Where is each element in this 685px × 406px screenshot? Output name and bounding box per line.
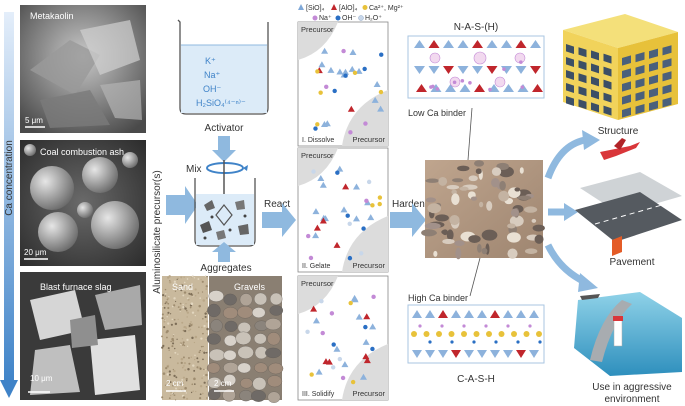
connector-high-ca	[469, 257, 481, 297]
stage-corner-label: Precursor	[352, 261, 385, 270]
application-marine-line2: environment	[604, 394, 659, 405]
arrow-aggregates-up	[212, 242, 236, 262]
airplane-icon	[600, 142, 640, 160]
legend-h2o-icon	[358, 15, 364, 21]
sem-title-metakaolin: Metakaolin	[30, 11, 74, 21]
gravel-scale: 2 cm	[214, 379, 232, 388]
sand-scale: 2 cm	[166, 379, 184, 388]
harden-label: Harden	[392, 199, 425, 210]
sand-photo	[162, 276, 208, 400]
cash-title: C-A-S-H	[457, 374, 495, 385]
nash-title: N-A-S-(H)	[454, 22, 498, 33]
stage-corner-label: Precursor	[352, 389, 385, 398]
application-marine-line1: Use in aggressive	[592, 382, 672, 393]
cash-binder-label: High Ca binder	[408, 293, 468, 303]
pavement-illustration	[575, 138, 682, 256]
legend-na: Na⁺	[319, 15, 332, 22]
ion-na: Na⁺	[204, 70, 221, 80]
ion-k: K⁺	[205, 56, 216, 66]
sem-title-coal-ash: Coal combustion ash	[40, 147, 124, 157]
stage-title: Precursor	[301, 279, 334, 288]
stage-step: I. Dissolve	[302, 137, 334, 144]
legend-sio4-icon	[298, 4, 304, 10]
arrow-activator-down	[212, 136, 236, 162]
mix-label: Mix	[186, 164, 202, 175]
sem-scale-metakaolin: 5 μm	[25, 116, 43, 125]
react-label: React	[264, 199, 290, 210]
legend-h2o: H₂O⁺	[365, 15, 382, 22]
application-pavement: Pavement	[609, 257, 654, 268]
gravels-label: Gravels	[234, 282, 266, 292]
aggregates-label: Aggregates	[200, 263, 251, 274]
sem-scale-coal-ash: 20 μm	[24, 248, 47, 257]
stage-title: Precursor	[301, 151, 334, 160]
stage-corner-label: Precursor	[352, 135, 385, 144]
concrete-sample	[421, 160, 545, 260]
legend-ca: Ca²⁺, Mg²⁺	[369, 5, 404, 12]
aggregates-photos: Sand Gravels 2 cm 2 cm	[161, 275, 284, 403]
arrow-precursor-to-mix	[166, 186, 198, 224]
sem-panel-metakaolin: Metakaolin 5 μm	[20, 5, 146, 133]
legend-ca-icon	[362, 5, 368, 10]
application-structure: Structure	[598, 126, 639, 137]
nash-binder-label: Low Ca binder	[408, 108, 466, 118]
arrow-harden	[390, 203, 426, 237]
legend-oh: OH⁻	[342, 15, 357, 22]
legend-oh-icon	[335, 15, 341, 21]
sem-panel-coal-ash: Coal combustion ash 20 μm	[20, 140, 146, 266]
stage-panel-1: Precursor I. Dissolve Precursor	[297, 21, 389, 147]
legend-alo4: [AlO]₄	[339, 5, 358, 12]
arrow-to-structure	[544, 136, 586, 180]
ion-legend: [SiO]₄ [AlO]₄ Ca²⁺, Mg²⁺ Na⁺ OH⁻ H₂O⁺	[298, 4, 404, 22]
activator-beaker: K⁺ Na⁺ OH⁻ H₂SiO₄⁽⁴⁻ⁿ⁾⁻	[177, 19, 269, 115]
precursor-axis-label: Aluminosilicate precursor(s)	[152, 170, 163, 293]
stage-title: Precursor	[301, 25, 334, 34]
sem-panel-slag: Blast furnace slag 10 μm	[20, 272, 146, 400]
ion-silicate: H₂SiO₄⁽⁴⁻ⁿ⁾⁻	[196, 98, 246, 108]
marine-illustration	[574, 292, 682, 376]
connector-low-ca	[467, 107, 473, 161]
ca-gradient-bar: Ca concentration	[0, 12, 18, 398]
ca-concentration-label: Ca concentration	[4, 140, 15, 216]
stage-step: III. Solidify	[302, 391, 335, 398]
sem-scale-slag: 10 μm	[30, 374, 53, 383]
legend-sio4: [SiO]₄	[306, 5, 325, 12]
building-illustration	[563, 14, 678, 120]
sand-label: Sand	[172, 282, 193, 292]
mix-vessel: Mix	[186, 160, 256, 247]
activator-label: Activator	[205, 123, 245, 134]
arrow-react	[262, 203, 296, 237]
legend-na-icon	[312, 15, 318, 21]
arrow-to-marine	[544, 243, 587, 286]
stage-step: II. Gelate	[302, 263, 331, 270]
sem-title-slag: Blast furnace slag	[40, 282, 112, 292]
ion-oh: OH⁻	[203, 84, 222, 94]
legend-alo4-icon	[331, 4, 337, 10]
